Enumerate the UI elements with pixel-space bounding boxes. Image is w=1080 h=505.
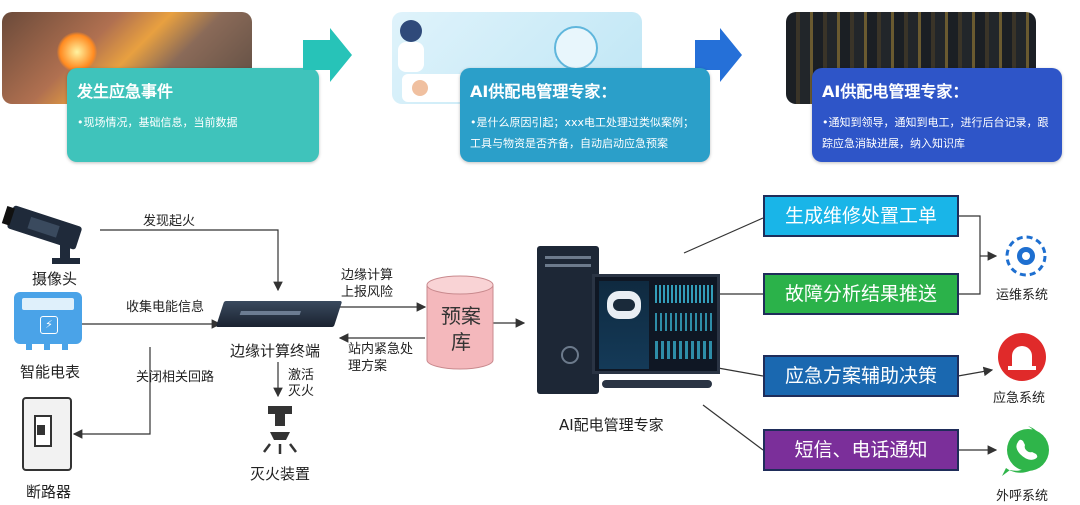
action-work-order: 生成维修处置工单 [763, 195, 959, 237]
call-system-label: 外呼系统 [996, 489, 1049, 504]
flow-label-plan: 站内紧急处理方案 [348, 342, 414, 374]
flow-label-fire: 发现起火 [143, 214, 196, 229]
breaker-label: 断路器 [26, 483, 72, 501]
monitor-stand [602, 380, 712, 388]
edge-terminal-icon [215, 301, 343, 327]
meter-label: 智能电表 [20, 363, 81, 381]
monitor-icon [592, 274, 720, 374]
panel-event: 发生应急事件 •现场情况，基础信息，当前数据 [67, 68, 319, 162]
flow-label-collect: 收集电能信息 [126, 300, 205, 315]
panel-notify-title: AI供配电管理专家： [822, 82, 969, 101]
ai-expert-label: AI配电管理专家 [559, 416, 664, 434]
database-label: 预案库 [441, 304, 481, 354]
panel-analysis-title: AI供配电管理专家： [470, 82, 617, 101]
meter-icon: ⚡ [14, 292, 82, 350]
flow-label-close: 关闭相关回路 [136, 370, 215, 385]
breaker-icon [22, 397, 72, 471]
action-notify: 短信、电话通知 [763, 429, 959, 471]
panel-notify-body: •通知到领导，通知到电工，进行后台记录，跟踪应急消缺进展，纳入知识库 [822, 116, 1049, 150]
panel-analysis-body: •是什么原因引起；xxx电工处理过类似案例；工具与物资是否齐备，自动启动应急预案 [470, 116, 695, 150]
pc-tower-icon [537, 246, 599, 394]
panel-event-body: •现场情况，基础信息，当前数据 [77, 116, 238, 129]
flow-label-report: 边缘计算上报风险 [341, 268, 394, 300]
ops-system-label: 运维系统 [996, 288, 1049, 303]
emergency-system-label: 应急系统 [993, 391, 1046, 406]
line-close [72, 347, 151, 439]
edge-terminal-label: 边缘计算终端 [230, 342, 321, 360]
action-decision: 应急方案辅助决策 [763, 355, 959, 397]
camera-label: 摄像头 [32, 270, 78, 288]
panel-notify: AI供配电管理专家： •通知到领导，通知到电工，进行后台记录，跟踪应急消缺进展，… [812, 68, 1062, 162]
action-fault-push: 故障分析结果推送 [763, 273, 959, 315]
sprinkler-label: 灭火装置 [250, 465, 311, 483]
panel-analysis: AI供配电管理专家： •是什么原因引起；xxx电工处理过类似案例；工具与物资是否… [460, 68, 710, 162]
panel-event-title: 发生应急事件 [77, 82, 174, 101]
line-fire [100, 229, 283, 292]
flow-label-activate: 激活灭火 [288, 368, 315, 399]
